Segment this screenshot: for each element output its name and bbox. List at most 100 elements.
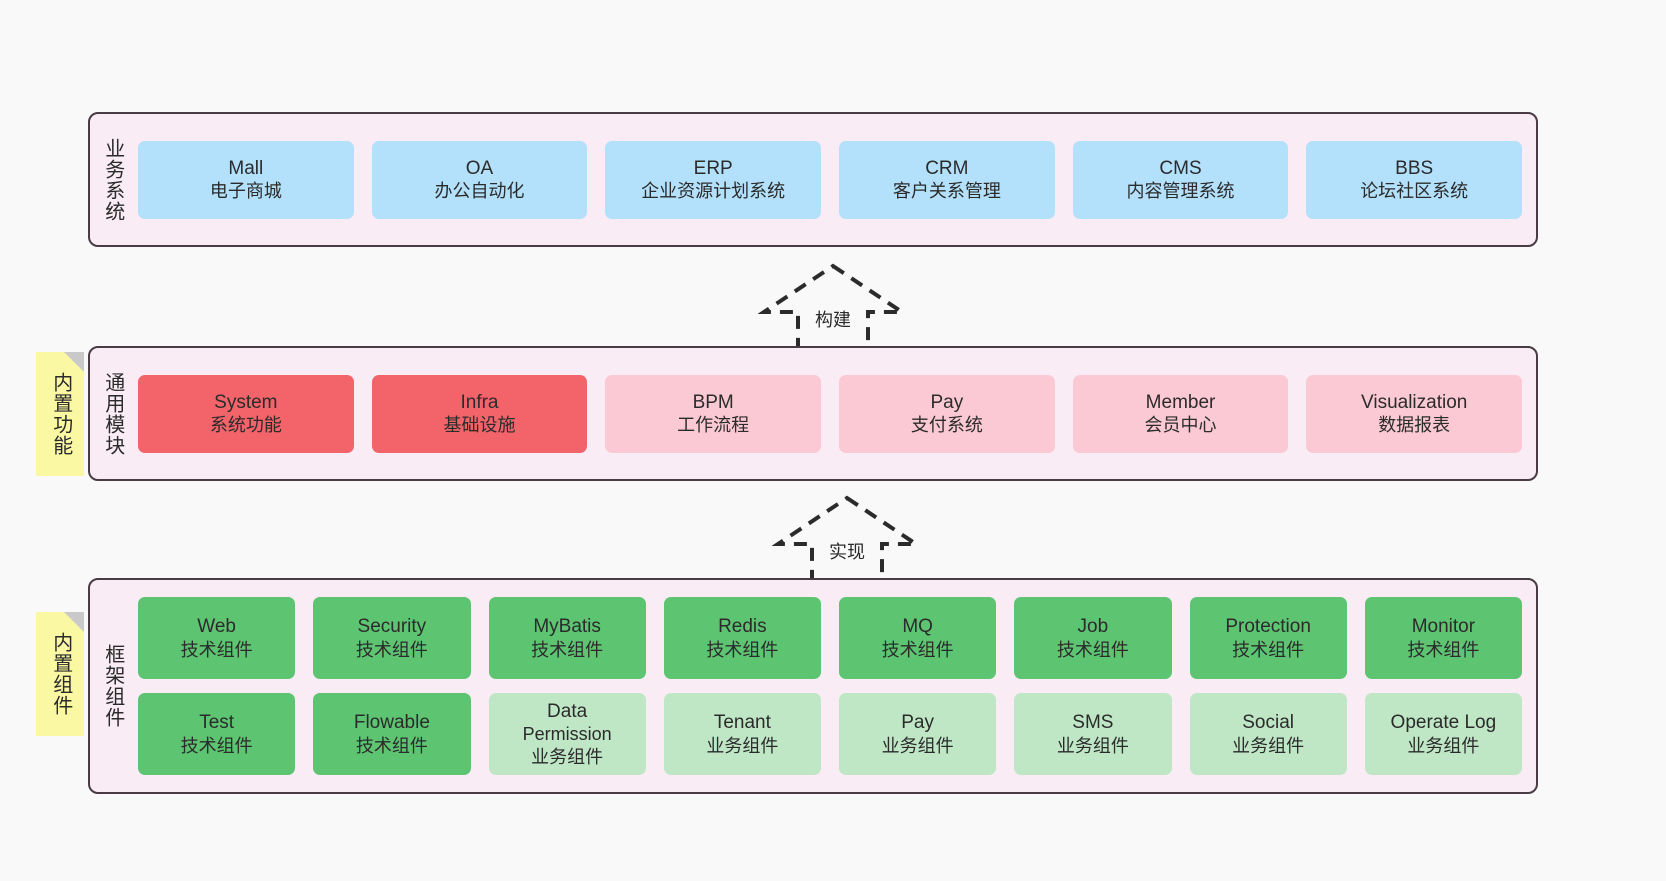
layer-common-modules: 通用模块 System 系统功能 Infra 基础设施 BPM 工作流程 Pay… — [88, 346, 1538, 481]
node-title: Mall — [228, 157, 264, 179]
node-web[interactable]: Web 技术组件 — [138, 597, 296, 679]
node-infra[interactable]: Infra 基础设施 — [371, 374, 588, 453]
node-pay-module[interactable]: Pay 支付系统 — [839, 374, 1055, 453]
row-framework-tech: Web 技术组件 Security 技术组件 MyBatis 技术组件 Redi… — [138, 597, 1522, 679]
layer-business-systems: 业务系统 Mall 电子商城 OA 办公自动化 ERP 企业资源计划系统 CRM… — [88, 112, 1538, 247]
node-title: OA — [465, 157, 494, 179]
node-subtitle: 客户关系管理 — [892, 181, 1001, 202]
sticky-note-builtin-functions: 内置功能 — [36, 352, 84, 476]
node-member[interactable]: Member 会员中心 — [1072, 374, 1289, 453]
node-test[interactable]: Test 技术组件 — [138, 693, 296, 775]
node-sms[interactable]: SMS 业务组件 — [1014, 693, 1172, 775]
node-subtitle: 企业资源计划系统 — [641, 181, 786, 202]
node-title: System — [214, 391, 278, 413]
node-job[interactable]: Job 技术组件 — [1014, 597, 1172, 679]
node-title: Protection — [1225, 616, 1311, 638]
node-monitor[interactable]: Monitor 技术组件 — [1364, 597, 1522, 679]
sticky-note-label: 内置组件 — [49, 632, 72, 716]
node-title: Visualization — [1361, 391, 1468, 413]
node-title: Infra — [460, 391, 499, 413]
page-fold-icon — [64, 612, 84, 632]
node-subtitle: 技术组件 — [180, 639, 253, 660]
node-subtitle: 业务组件 — [881, 735, 954, 756]
node-visualization[interactable]: Visualization 数据报表 — [1306, 374, 1523, 453]
layer-body-framework-components: Web 技术组件 Security 技术组件 MyBatis 技术组件 Redi… — [134, 580, 1536, 792]
node-subtitle: 论坛社区系统 — [1360, 181, 1469, 202]
arrow-build-icon — [758, 263, 908, 350]
row-common-modules: System 系统功能 Infra 基础设施 BPM 工作流程 Pay 支付系统… — [138, 374, 1523, 453]
node-mq[interactable]: MQ 技术组件 — [839, 597, 997, 679]
node-subtitle: 内容管理系统 — [1126, 181, 1235, 202]
node-subtitle: 业务组件 — [1232, 735, 1305, 756]
node-title: Web — [197, 616, 236, 638]
node-subtitle: 数据报表 — [1378, 415, 1451, 436]
node-subtitle: 工作流程 — [677, 415, 750, 436]
node-subtitle: 技术组件 — [881, 639, 954, 660]
node-bpm[interactable]: BPM 工作流程 — [605, 374, 822, 453]
node-subtitle: 技术组件 — [355, 735, 428, 756]
layer-title-business-systems: 业务系统 — [101, 137, 124, 222]
node-subtitle: 办公自动化 — [434, 181, 525, 202]
layer-body-common-modules: System 系统功能 Infra 基础设施 BPM 工作流程 Pay 支付系统… — [134, 348, 1536, 479]
node-pay-component[interactable]: Pay 业务组件 — [839, 693, 997, 775]
page-fold-icon — [64, 352, 84, 372]
node-subtitle: 技术组件 — [355, 639, 428, 660]
node-title: Pay — [930, 391, 964, 413]
node-subtitle: 技术组件 — [180, 735, 253, 756]
node-subtitle: 技术组件 — [1056, 639, 1129, 660]
node-subtitle: 业务组件 — [1056, 735, 1129, 756]
node-title: Data — [547, 700, 588, 722]
node-oa[interactable]: OA 办公自动化 — [371, 140, 588, 219]
node-title: MQ — [902, 616, 933, 638]
layer-body-business-systems: Mall 电子商城 OA 办公自动化 ERP 企业资源计划系统 CRM 客户关系… — [134, 114, 1536, 245]
node-title: Flowable — [353, 712, 430, 734]
node-subtitle: 支付系统 — [910, 415, 983, 436]
node-subtitle: 技术组件 — [706, 639, 779, 660]
node-mybatis[interactable]: MyBatis 技术组件 — [488, 597, 646, 679]
node-flowable[interactable]: Flowable 技术组件 — [313, 693, 471, 775]
node-tenant[interactable]: Tenant 业务组件 — [663, 693, 821, 775]
node-mall[interactable]: Mall 电子商城 — [138, 140, 354, 219]
node-data-permission[interactable]: Data Permission 业务组件 — [488, 693, 646, 775]
node-subtitle: 业务组件 — [531, 746, 604, 767]
node-redis[interactable]: Redis 技术组件 — [663, 597, 821, 679]
layer-framework-components: 框架组件 Web 技术组件 Security 技术组件 MyBatis 技术组件… — [88, 578, 1538, 794]
node-subtitle: 技术组件 — [1232, 639, 1305, 660]
node-security[interactable]: Security 技术组件 — [313, 597, 471, 679]
node-protection[interactable]: Protection 技术组件 — [1189, 597, 1347, 679]
arrow-implement-icon — [772, 495, 922, 582]
node-title: CRM — [925, 157, 969, 179]
node-title-line2: Permission — [522, 724, 612, 745]
node-bbs[interactable]: BBS 论坛社区系统 — [1306, 140, 1523, 219]
node-title: MyBatis — [533, 616, 601, 638]
node-subtitle: 技术组件 — [531, 639, 604, 660]
node-subtitle: 技术组件 — [1407, 639, 1480, 660]
sticky-note-builtin-components: 内置组件 — [36, 612, 84, 736]
node-crm[interactable]: CRM 客户关系管理 — [839, 140, 1055, 219]
layer-title-common-modules: 通用模块 — [101, 371, 124, 456]
node-title: Monitor — [1411, 616, 1476, 638]
node-operate-log[interactable]: Operate Log 业务组件 — [1364, 693, 1522, 775]
layer-title-framework-components: 框架组件 — [101, 644, 124, 728]
node-system[interactable]: System 系统功能 — [138, 374, 354, 453]
node-erp[interactable]: ERP 企业资源计划系统 — [605, 140, 822, 219]
node-title: SMS — [1072, 712, 1114, 734]
node-subtitle: 会员中心 — [1144, 415, 1217, 436]
node-title: Social — [1242, 712, 1294, 734]
node-subtitle: 电子商城 — [209, 181, 282, 202]
node-title: Member — [1145, 391, 1216, 413]
arrow-implement: 实现 — [772, 492, 922, 584]
node-title: Test — [199, 712, 235, 734]
row-framework-business: Test 技术组件 Flowable 技术组件 Data Permission … — [138, 693, 1522, 775]
arrow-build: 构建 — [758, 260, 908, 352]
node-subtitle: 系统功能 — [209, 415, 282, 436]
node-title: Security — [357, 616, 427, 638]
node-title: Tenant — [713, 712, 771, 734]
node-title: Operate Log — [1390, 712, 1497, 734]
node-cms[interactable]: CMS 内容管理系统 — [1072, 140, 1289, 219]
node-subtitle: 业务组件 — [706, 735, 779, 756]
row-business-systems: Mall 电子商城 OA 办公自动化 ERP 企业资源计划系统 CRM 客户关系… — [138, 140, 1523, 219]
node-title: ERP — [693, 157, 733, 179]
node-title: BBS — [1395, 157, 1434, 179]
node-social[interactable]: Social 业务组件 — [1189, 693, 1347, 775]
